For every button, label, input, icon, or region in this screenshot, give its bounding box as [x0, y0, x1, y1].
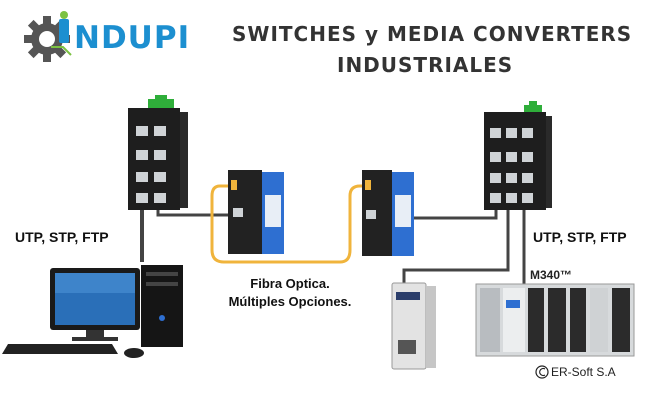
gear-icon [24, 16, 70, 62]
desktop-computer-icon [2, 265, 183, 358]
plc-model-label: M340™ [530, 268, 573, 282]
fiber-optic-line [210, 184, 370, 264]
gateway-cable [402, 205, 510, 288]
copyright-icon [535, 365, 549, 379]
plc-icon [475, 283, 635, 357]
right-media-converter-icon [362, 170, 414, 256]
utp-left-label: UTP, STP, FTP [15, 229, 109, 245]
left-switch-icon [128, 95, 188, 210]
gateway-icon [391, 282, 436, 370]
title-line-2: INDUSTRIALES [337, 53, 514, 77]
fibra-line-1: Fibra Optica. [250, 276, 330, 291]
utp-right-label: UTP, STP, FTP [533, 229, 627, 245]
logo-gear-icon [24, 11, 72, 62]
copyright-text: ER-Soft S.A [551, 365, 616, 379]
right-switch-icon [484, 101, 552, 210]
title-line-1: SWITCHES y MEDIA CONVERTERS [232, 22, 633, 46]
logo-text: NDUPI [74, 20, 191, 56]
left-media-converter-icon [228, 170, 284, 254]
fibra-line-2: Múltiples Opciones. [228, 294, 352, 309]
